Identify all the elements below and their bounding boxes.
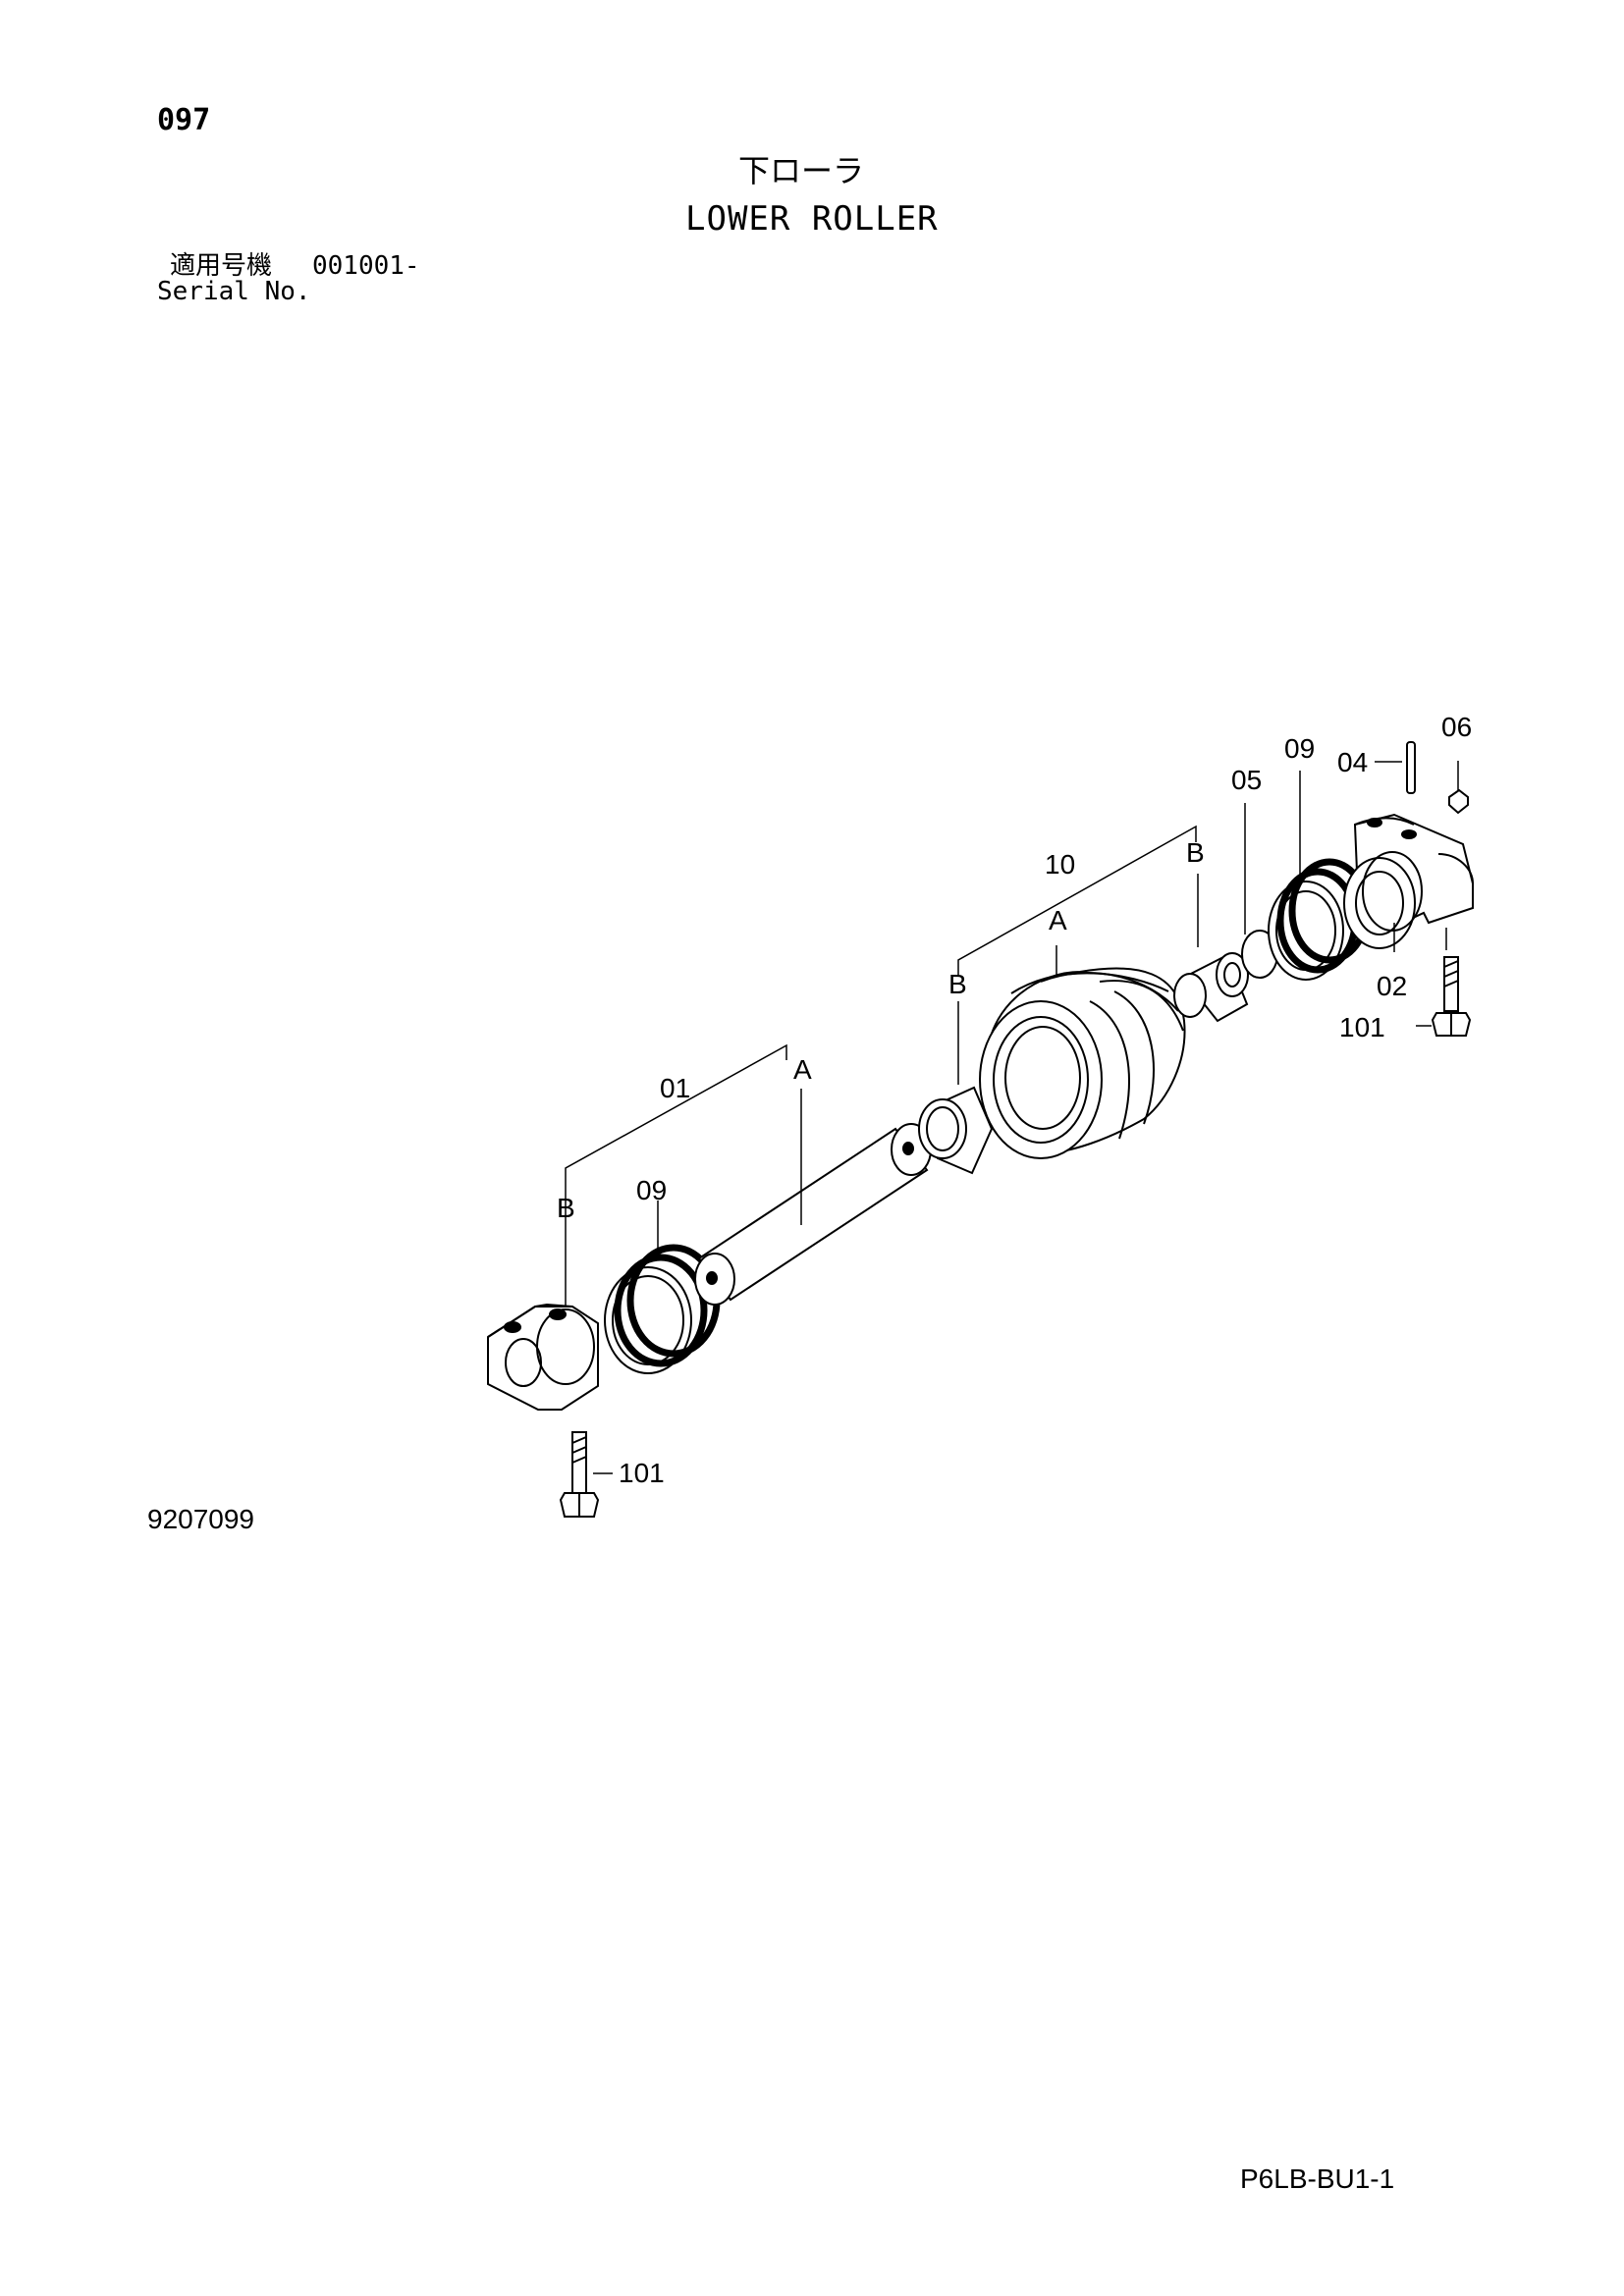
left-bracket-part: [487, 1303, 599, 1411]
callout-09-right: 09: [1284, 733, 1315, 764]
serial-label-japanese: 適用号機: [170, 251, 273, 281]
left-bushing-part: [918, 1086, 994, 1175]
callout-101-left: 101: [619, 1458, 665, 1488]
page-code: P6LB-BU1-1: [1240, 2163, 1395, 2194]
callout-05: 05: [1231, 765, 1262, 795]
plug-part: [1448, 788, 1469, 815]
page-number: 097: [157, 103, 211, 137]
callout-06: 06: [1441, 712, 1472, 742]
serial-label: Serial No.: [157, 277, 311, 306]
page-title-japanese: 下ローラ: [738, 152, 865, 189]
page-title: LOWER ROLLER: [685, 199, 939, 239]
right-bushing-part: [1173, 952, 1249, 1023]
left-bolt-part: [559, 1431, 600, 1518]
left-seal-part: [604, 1244, 721, 1374]
leader-lines: [565, 761, 1459, 1474]
callout-09-left: 09: [636, 1175, 667, 1205]
roller-body-part: [979, 967, 1186, 1159]
callout-10: 10: [1045, 849, 1075, 880]
figure-number: 9207099: [147, 1504, 255, 1534]
callout-04: 04: [1337, 747, 1368, 777]
callout-02: 02: [1377, 971, 1407, 1001]
callout-b-roller-left: B: [948, 969, 967, 999]
callout-b-roller-right: B: [1186, 837, 1205, 868]
right-bolt-part: [1431, 956, 1472, 1037]
pin-part: [1406, 741, 1416, 794]
callout-101-right: 101: [1339, 1012, 1385, 1042]
callout-b-shaft: B: [557, 1193, 575, 1223]
callout-01: 01: [660, 1073, 690, 1103]
callout-a-roller: A: [1049, 905, 1067, 935]
right-bracket-part: [1343, 813, 1474, 949]
callout-a-shaft: A: [793, 1054, 812, 1085]
serial-range: 001001-: [312, 251, 420, 281]
shaft-part: [694, 1123, 932, 1306]
